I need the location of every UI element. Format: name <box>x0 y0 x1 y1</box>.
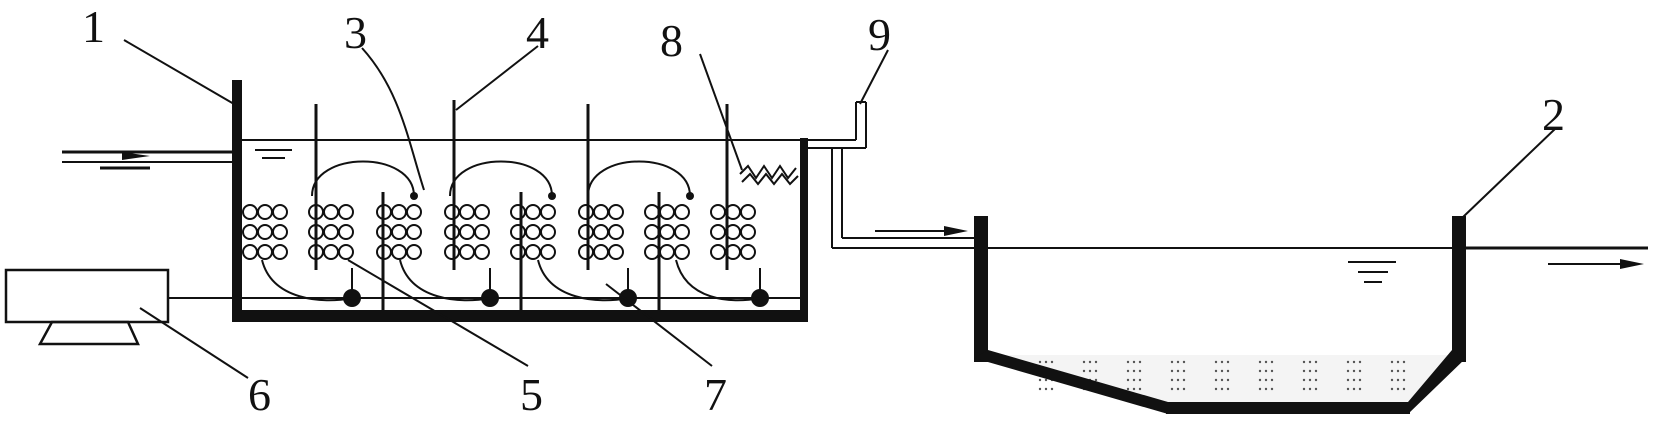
callout-8: 8 <box>660 15 683 66</box>
callout-labels: 1 2 3 4 5 6 7 8 9 <box>82 1 1565 420</box>
callout-3: 3 <box>344 7 367 58</box>
filler-module <box>242 204 288 260</box>
callout-9: 9 <box>868 9 891 60</box>
air-blower <box>4 268 170 346</box>
filler-module <box>710 204 756 260</box>
callout-7: 7 <box>704 369 727 420</box>
filler-module <box>376 204 422 260</box>
callout-4: 4 <box>526 7 549 58</box>
filler-module <box>510 204 556 260</box>
diffuser <box>537 160 694 307</box>
hanging-baffles <box>314 100 729 270</box>
callout-1: 1 <box>82 1 105 52</box>
sedimentation-tank <box>974 216 1466 414</box>
biofilm-carrier-fillers <box>242 204 756 260</box>
callout-6: 6 <box>248 369 271 420</box>
bioreactor-tank <box>232 80 808 322</box>
filler-module <box>578 204 624 260</box>
diffuser <box>675 259 769 307</box>
effluent-pipe <box>1466 246 1648 269</box>
diffuser <box>399 160 556 307</box>
filler-module <box>308 204 354 260</box>
filler-module <box>444 204 490 260</box>
filler-module <box>644 204 690 260</box>
inlet-pipe <box>62 150 240 170</box>
overflow-outlet <box>808 101 980 249</box>
leader-lines <box>123 39 1557 379</box>
floating-foam <box>739 164 799 186</box>
callout-5: 5 <box>520 369 543 420</box>
diffuser <box>261 160 418 307</box>
aeration-diffusers <box>261 160 769 307</box>
callout-2: 2 <box>1542 89 1565 140</box>
